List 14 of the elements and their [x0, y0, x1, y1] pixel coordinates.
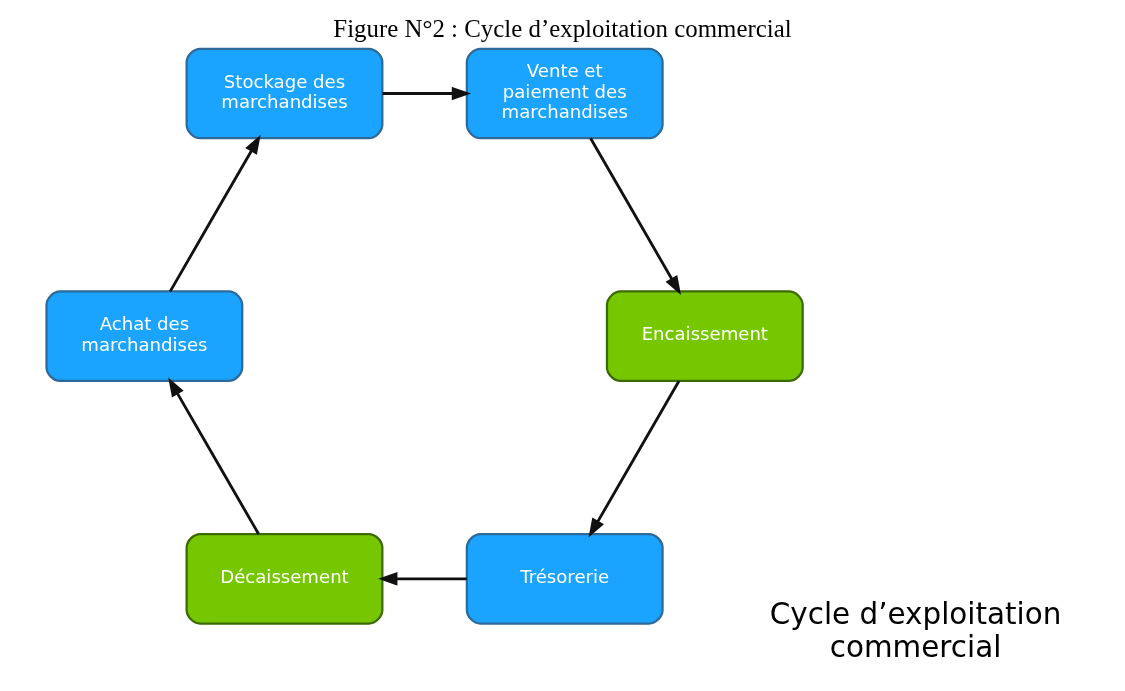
node-box: Encaissement — [605, 290, 804, 382]
node-box: Stockage des marchandises — [185, 47, 384, 140]
arrow — [169, 134, 261, 293]
arrow — [378, 572, 467, 586]
arrow — [168, 377, 260, 535]
node-box: Achat des marchandises — [45, 290, 244, 382]
arrow — [588, 380, 681, 538]
arrow — [382, 86, 472, 101]
arrow — [589, 137, 681, 295]
node-box: Décaissement — [185, 533, 384, 625]
node-box: Vente et paiement des marchandises — [465, 47, 664, 140]
diagram-title: Figure N°2 : Cycle d’exploitation commercial — [333, 15, 792, 43]
label: Cycle d’exploitation commercial — [769, 597, 1062, 665]
node-box: Trésorerie — [465, 533, 664, 625]
